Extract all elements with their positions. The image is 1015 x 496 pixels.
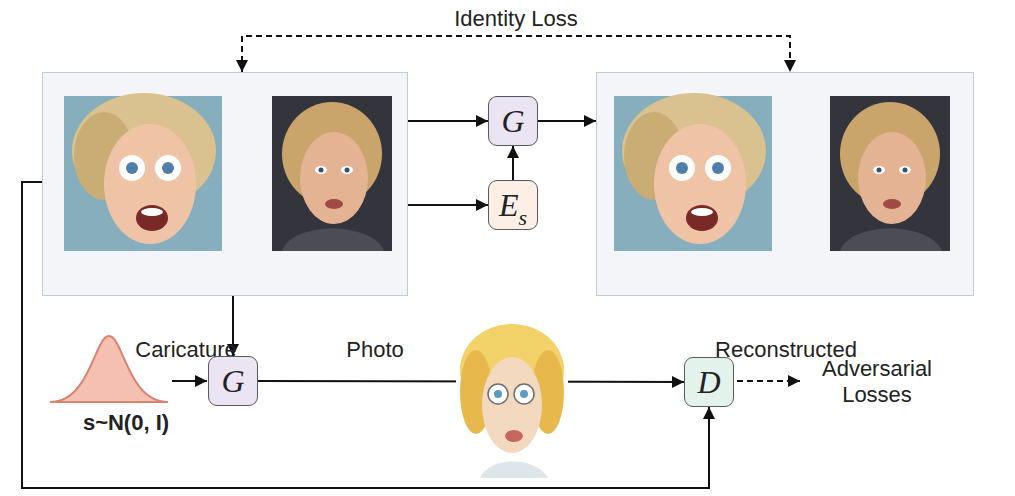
caricature-image (64, 93, 222, 251)
symbol-group: G (221, 365, 244, 397)
loss-arrow (737, 380, 800, 382)
symbol-letter: G (501, 103, 524, 139)
generated-caricature (456, 318, 568, 478)
symbol-letter: E (499, 187, 519, 223)
flow-arrow (512, 146, 514, 180)
input-panel-ground (42, 72, 408, 296)
discriminator-box: D (684, 357, 734, 407)
noise-arrow (172, 380, 207, 382)
reconstructed-photo (830, 96, 950, 251)
flow-arrow (408, 204, 488, 206)
symbol-group: G (501, 105, 524, 137)
photo-image (272, 96, 392, 251)
noise-label: s~N(0, I) (38, 410, 214, 436)
output-panel: Reconstructed (596, 72, 974, 296)
reconstructed-caricature (614, 93, 772, 251)
style-encoder-box: Es (488, 180, 538, 230)
loss-connector (242, 36, 790, 72)
loss-label: Adversarial Losses (806, 356, 948, 408)
symbol-letter: D (697, 364, 720, 400)
generator-box: G (208, 356, 258, 406)
flow-arrow (408, 120, 488, 122)
symbol-group: D (697, 366, 720, 398)
output-panel-ground (596, 72, 974, 296)
image-caption: Photo (346, 337, 404, 363)
symbol-group: Es (499, 189, 527, 221)
symbol-letter: G (221, 363, 244, 399)
symbol-subscript: s (518, 205, 527, 230)
flow-arrow (538, 120, 596, 122)
input-panel: CaricaturePhoto (42, 72, 408, 296)
generator-box: G (488, 96, 538, 146)
edge-label: Identity Loss (450, 6, 582, 32)
